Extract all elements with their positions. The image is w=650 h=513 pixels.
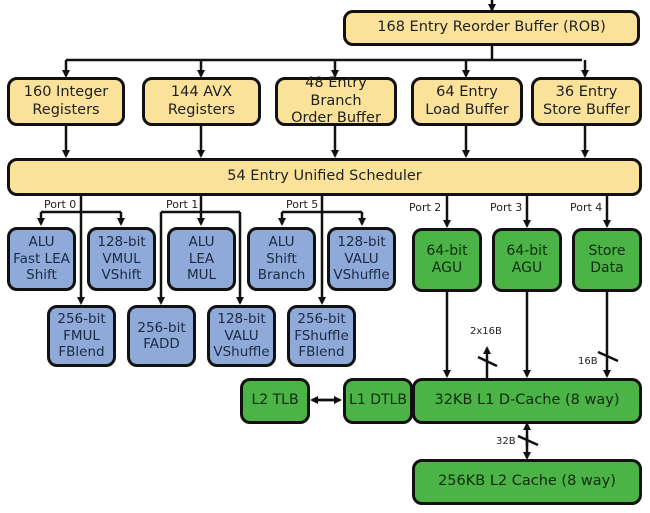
reorder-buffer-label: 168 Entry Reorder Buffer (ROB)	[377, 19, 606, 36]
exec-unit-line: VShift	[101, 267, 142, 284]
branch-order-buffer-line1: 48 Entry Branch	[305, 74, 367, 109]
l2-cache-label: 256KB L2 Cache (8 way)	[438, 473, 616, 490]
agu-line2: AGU	[511, 260, 543, 276]
port-1-label: Port 1	[166, 198, 199, 211]
unified-scheduler-label: 54 Entry Unified Scheduler	[227, 168, 422, 185]
exec-unit-line: FADD	[143, 336, 180, 352]
exec-unit-128bit-vmul: 128-bit VMUL VShift	[87, 227, 156, 291]
load-bus-width-label: 2x16B	[470, 326, 502, 337]
exec-unit-line: FBlend	[58, 344, 105, 361]
branch-order-buffer: 48 Entry Branch Order Buffer	[275, 74, 397, 127]
agu-line1: 64-bit	[426, 242, 468, 259]
integer-registers-line1: 160 Integer	[23, 83, 109, 100]
exec-unit-line: ALU	[268, 234, 295, 251]
l2-cache: 256KB L2 Cache (8 way)	[412, 459, 642, 505]
store-buffer-line2: Store Buffer	[543, 101, 630, 118]
exec-unit-line: Branch	[257, 267, 306, 284]
exec-unit-128bit-valu-port1: 128-bit VALU VShuffle	[207, 305, 276, 367]
l1-dtlb: L1 DTLB	[343, 378, 413, 424]
l1-dtlb-label: L1 DTLB	[349, 392, 407, 409]
store-buffer: 36 Entry Store Buffer	[531, 77, 642, 126]
exec-unit-line: FBlend	[298, 344, 345, 361]
port-5-label: Port 5	[286, 198, 319, 211]
exec-unit-line: 256-bit	[137, 319, 186, 336]
exec-unit-line: Shift	[26, 267, 57, 284]
exec-unit-256bit-fshuffle: 256-bit FShuffle FBlend	[287, 305, 356, 367]
avx-registers-line2: Registers	[167, 101, 236, 118]
exec-unit-line: VShuffle	[213, 344, 270, 361]
reorder-buffer: 168 Entry Reorder Buffer (ROB)	[343, 10, 640, 46]
store-buffer-line1: 36 Entry	[555, 83, 618, 100]
exec-unit-line: VShuffle	[333, 267, 390, 284]
integer-registers-line2: Registers	[32, 101, 100, 118]
exec-unit-256bit-fadd: 256-bit FADD	[127, 305, 196, 367]
load-buffer-line1: 64 Entry	[436, 83, 498, 100]
exec-unit-line: MUL	[186, 267, 217, 284]
unified-scheduler: 54 Entry Unified Scheduler	[7, 158, 642, 196]
l1-data-cache-label: 32KB L1 D-Cache (8 way)	[434, 392, 620, 409]
exec-unit-line: VMUL	[102, 250, 141, 267]
avx-registers: 144 AVX Registers	[142, 77, 261, 126]
store-data-line1: Store	[588, 242, 626, 259]
exec-unit-line: 256-bit	[57, 311, 106, 328]
agu-port3: 64-bit AGU	[492, 228, 562, 292]
exec-unit-alu-fastlea-shift: ALU Fast LEA Shift	[7, 227, 76, 291]
integer-registers: 160 Integer Registers	[7, 77, 125, 126]
exec-unit-256bit-fmul: 256-bit FMUL FBlend	[47, 305, 116, 367]
exec-unit-line: ALU	[188, 234, 215, 251]
exec-unit-line: 128-bit	[337, 234, 386, 251]
port-0-label: Port 0	[44, 198, 77, 211]
agu-line2: AGU	[431, 260, 463, 276]
agu-port2: 64-bit AGU	[412, 228, 482, 292]
exec-unit-line: Shift	[266, 250, 297, 267]
port-3-label: Port 3	[490, 201, 523, 214]
exec-unit-line: ALU	[28, 234, 55, 251]
l1-l2-bus-width-label: 32B	[496, 436, 516, 447]
exec-unit-line: VALU	[224, 327, 259, 344]
exec-unit-line: VALU	[344, 250, 379, 267]
agu-line1: 64-bit	[506, 242, 548, 259]
exec-unit-line: 128-bit	[217, 311, 266, 328]
load-buffer: 64 Entry Load Buffer	[411, 77, 523, 126]
l2-tlb-label: L2 TLB	[251, 392, 299, 409]
exec-unit-line: FMUL	[63, 327, 100, 344]
exec-unit-alu-shift-branch: ALU Shift Branch	[247, 227, 316, 291]
load-buffer-line2: Load Buffer	[425, 101, 509, 118]
exec-unit-line: FShuffle	[294, 327, 349, 344]
exec-unit-line: LEA	[188, 250, 215, 267]
store-bus-width-label: 16B	[578, 356, 598, 367]
avx-registers-line1: 144 AVX	[170, 83, 233, 100]
port-2-label: Port 2	[409, 201, 442, 214]
store-data-unit: Store Data	[572, 228, 642, 292]
exec-unit-line: 128-bit	[97, 234, 146, 251]
l2-tlb: L2 TLB	[240, 378, 310, 424]
exec-unit-alu-lea-mul: ALU LEA MUL	[167, 227, 236, 291]
exec-unit-128bit-valu-port5: 128-bit VALU VShuffle	[327, 227, 396, 291]
l1-data-cache: 32KB L1 D-Cache (8 way)	[412, 378, 642, 424]
exec-unit-line: 256-bit	[297, 311, 346, 328]
store-data-line2: Data	[590, 260, 624, 276]
port-4-label: Port 4	[570, 201, 603, 214]
exec-unit-line: Fast LEA	[13, 250, 70, 267]
branch-order-buffer-line2: Order Buffer	[291, 110, 381, 127]
